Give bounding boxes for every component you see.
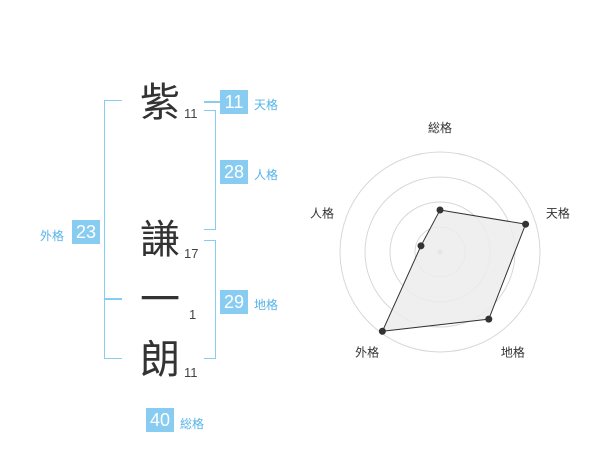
name-char-2: 謙 [140, 217, 180, 263]
radar-axis-label-4: 外格 [355, 344, 379, 359]
tenkaku-badge: 11 [220, 90, 248, 114]
name-char-3: 一 [140, 277, 180, 323]
radar-axis-label-1: 総格 [428, 120, 452, 135]
soukaku-badge: 40 [146, 408, 174, 432]
name-char-1: 紫 [140, 80, 180, 126]
radar-point-2 [522, 220, 530, 228]
tenkaku-connector [204, 101, 220, 103]
stroke-count-1: 11 [184, 106, 198, 121]
radar-point-5 [417, 242, 425, 250]
soukaku-label: 総格 [180, 417, 205, 431]
jinkaku-bracket [204, 110, 216, 230]
radar-points [378, 206, 530, 335]
radar-point-4 [378, 327, 386, 335]
chikaku-badge: 29 [220, 290, 248, 314]
gaikaku-label: 外格 [40, 229, 65, 243]
tenkaku-label: 天格 [254, 98, 279, 112]
chikaku-bracket [204, 240, 216, 359]
radar-axis-label-3: 地格 [501, 344, 525, 359]
radar-axis-label-5: 人格 [310, 206, 334, 221]
jinkaku-label: 人格 [254, 168, 279, 182]
radar-axis-label-2: 天格 [546, 206, 570, 221]
radar-point-3 [485, 315, 493, 323]
gaikaku-badge: 23 [72, 220, 100, 244]
chikaku-label: 地格 [254, 298, 279, 312]
name-char-4: 朗 [140, 337, 180, 383]
radar-point-1 [436, 206, 444, 214]
gaikaku-bracket [104, 100, 122, 359]
radar-data-polygon [381, 209, 527, 332]
stroke-count-2: 17 [184, 246, 199, 261]
jinkaku-badge: 28 [220, 160, 248, 184]
radar-ring-4 [339, 151, 541, 353]
stroke-count-3: 1 [189, 307, 197, 322]
gaikaku-bracket-middle-tick [104, 298, 122, 300]
stroke-count-4: 11 [184, 365, 198, 380]
